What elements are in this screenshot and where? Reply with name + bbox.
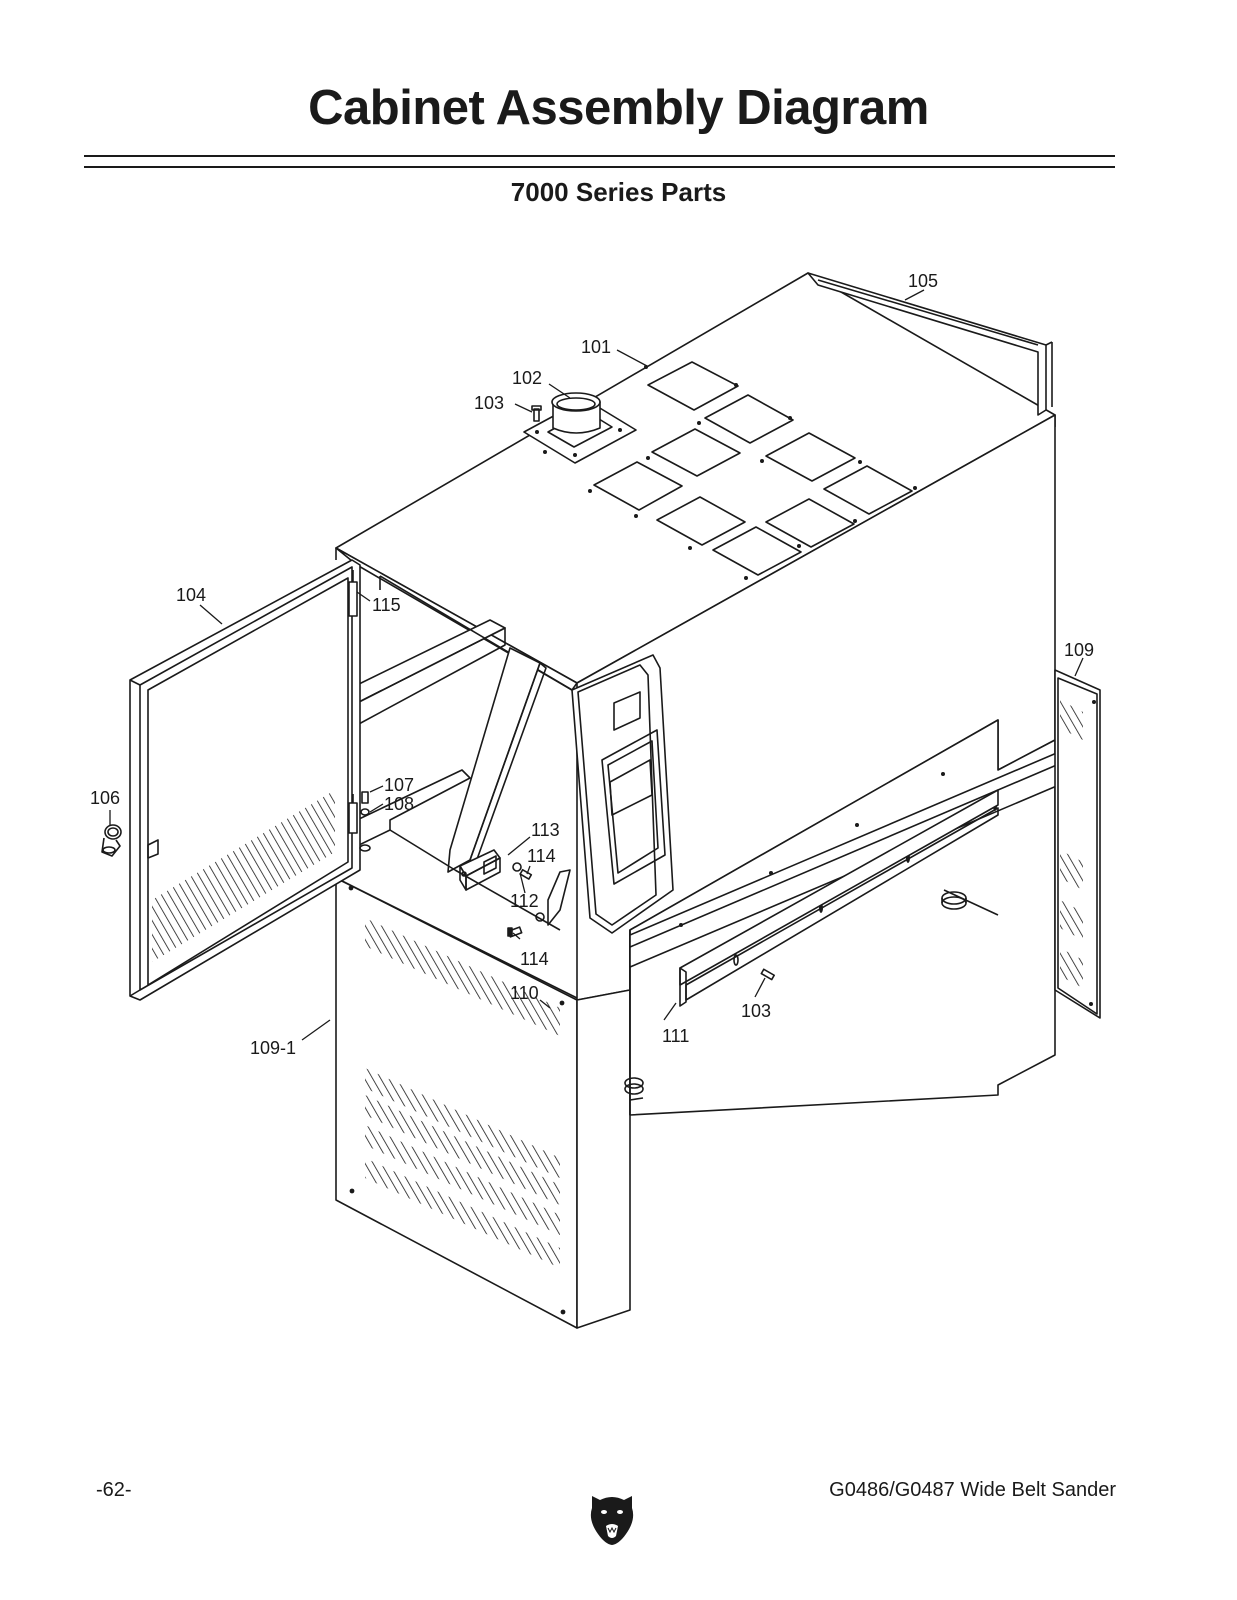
callout-109-1: 109-1 <box>250 1038 296 1058</box>
callout-102: 102 <box>512 368 542 388</box>
callout-114-upper: 114 <box>527 846 556 866</box>
page-title: Cabinet Assembly Diagram <box>308 81 929 135</box>
cabinet-door <box>129 559 361 1001</box>
top-vent-openings <box>593 361 913 576</box>
dust-port <box>523 392 637 464</box>
callout-labels: 101 102 103 105 104 115 106 107 108 109 … <box>90 271 1094 1058</box>
top-vent-screw-holes <box>588 365 917 580</box>
page-subtitle: 7000 Series Parts <box>510 177 727 207</box>
callout-103-top: 103 <box>474 393 504 413</box>
callout-103-lower: 103 <box>741 1001 771 1021</box>
manual-title: G0486/G0487 Wide Belt Sander <box>829 1479 1116 1501</box>
callout-101: 101 <box>581 337 611 357</box>
control-panel <box>571 654 674 934</box>
stand-louvers <box>365 918 560 1268</box>
right-side-panel <box>1054 669 1101 1019</box>
callout-108: 108 <box>384 794 414 814</box>
screw-103-lower <box>760 968 775 981</box>
title-rule-bottom <box>84 166 1115 168</box>
door-hinges <box>348 570 358 834</box>
callout-113: 113 <box>531 820 560 840</box>
title-rule-top <box>84 155 1115 157</box>
callout-105: 105 <box>908 271 938 291</box>
cam-lock <box>101 824 122 857</box>
dust-port-screw <box>531 405 542 422</box>
callout-106: 106 <box>90 788 120 808</box>
callout-115: 115 <box>372 595 401 615</box>
callout-114-lower: 114 <box>520 949 549 969</box>
callout-110: 110 <box>510 983 539 1003</box>
page-number: -62- <box>96 1479 132 1501</box>
callout-109: 109 <box>1064 640 1094 660</box>
callout-111: 111 <box>662 1026 689 1046</box>
stand-screw-holes <box>348 885 566 1315</box>
leader-lines <box>109 289 1084 1041</box>
small-angle-bracket <box>679 789 999 1007</box>
grizzly-bear-logo-icon <box>590 1496 634 1545</box>
cabinet-bracket <box>459 849 501 891</box>
callout-104: 104 <box>176 585 206 605</box>
callout-107: 107 <box>384 775 414 795</box>
callout-112: 112 <box>510 891 539 911</box>
dust-chute <box>807 272 1053 416</box>
hinge-screw-washer <box>359 791 371 852</box>
